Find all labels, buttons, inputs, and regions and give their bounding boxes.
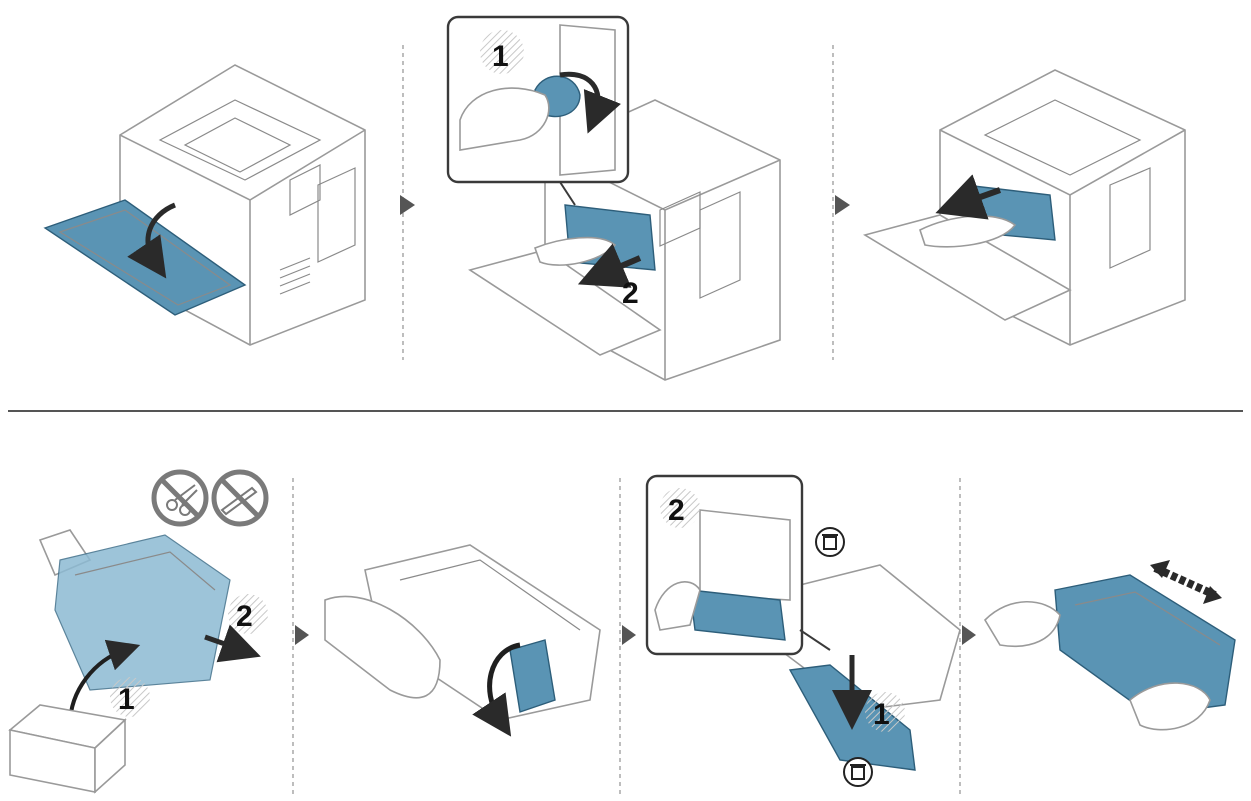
box-icon: [8, 704, 127, 794]
top-step-2-callout: 1: [446, 15, 630, 206]
step-number-1: 1: [873, 698, 890, 731]
next-step-arrow-icon: [400, 195, 415, 215]
bottom-step-1-unpack: 2 1: [8, 469, 269, 794]
bottom-step-4-shake: [983, 560, 1236, 731]
step-number-1: 1: [118, 683, 135, 716]
callout-number-1: 1: [492, 40, 509, 73]
step-number-2: 2: [236, 600, 253, 633]
bottom-step-3-remove-strip: 1: [779, 527, 961, 787]
top-step-1-printer: [43, 64, 366, 346]
trash-icon: [843, 757, 873, 787]
callout-number-2: 2: [668, 494, 685, 527]
next-step-arrow-icon: [295, 625, 309, 645]
top-step-3-printer: [862, 69, 1186, 346]
bottom-step-2-rotate: [324, 544, 601, 737]
next-step-arrow-icon: [622, 625, 636, 645]
next-step-arrow-icon: [962, 625, 976, 645]
vent-lines: [279, 257, 311, 295]
trash-icon: [815, 527, 845, 557]
no-scissors-icon: [151, 469, 209, 527]
step-number-2: 2: [622, 277, 639, 310]
bottom-step-3-callout: 2: [645, 474, 831, 656]
bidirectional-arrow-icon: [1150, 560, 1222, 604]
next-step-arrow-icon: [835, 195, 850, 215]
no-knife-icon: [211, 469, 269, 527]
